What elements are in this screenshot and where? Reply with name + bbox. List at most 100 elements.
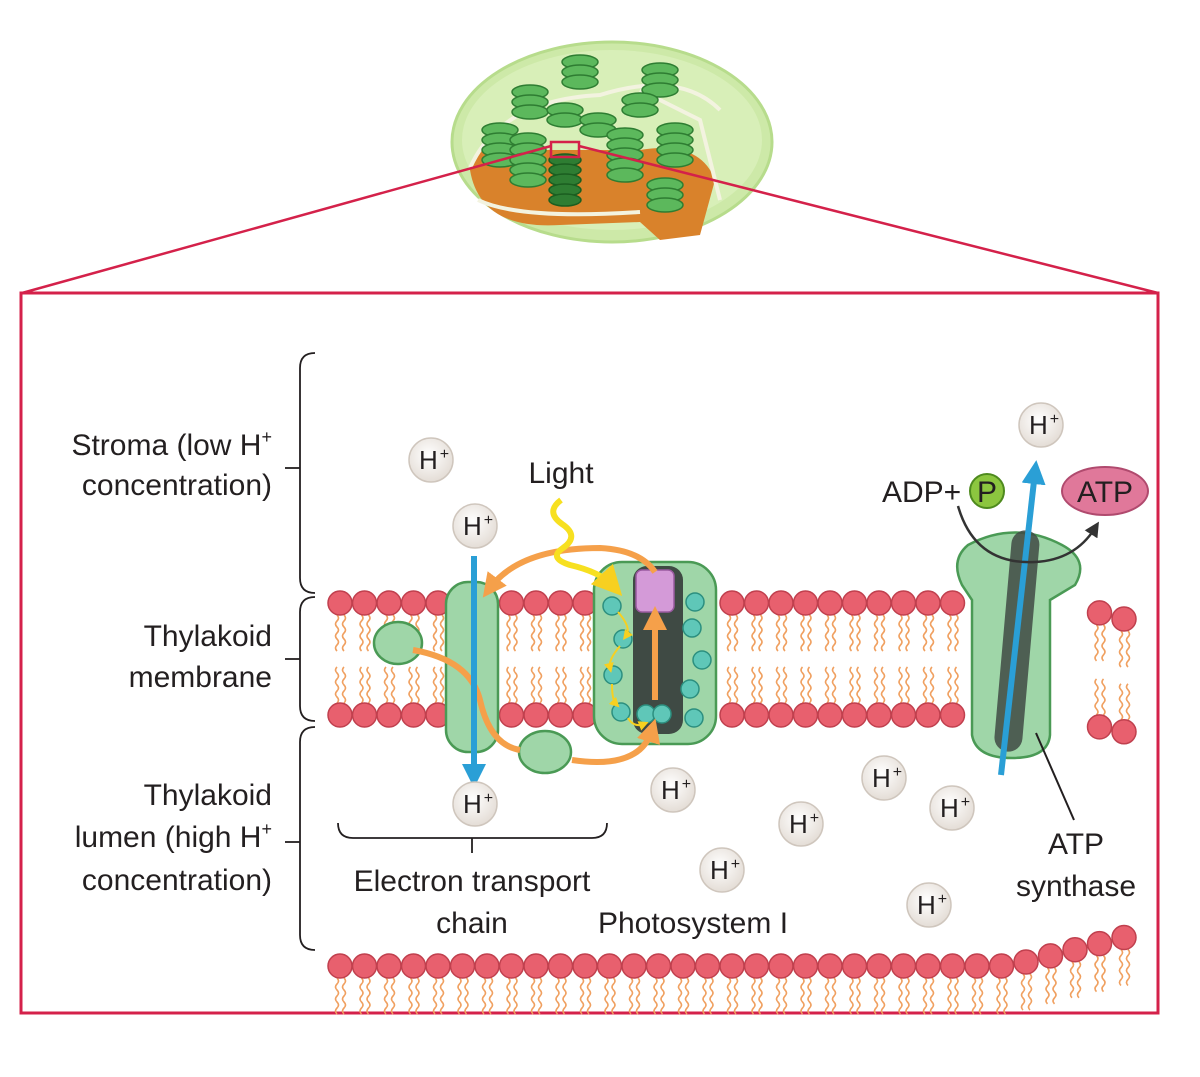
lipid-tail [1101,678,1106,716]
phospholipid-head [376,590,402,616]
lipid-tail [824,614,830,652]
lipid-tail [782,666,788,704]
lipid-tail [1094,624,1099,662]
hydrogen-ion: H+ [452,781,498,827]
lipid-tail [390,666,396,704]
lipid-tail [758,614,763,652]
phospholipid-head [523,590,549,616]
phospholipid-head [425,953,451,979]
phospholipid-head [817,702,843,728]
lipid-tail [726,977,732,1015]
lipid-tail [726,614,732,652]
lipid-tail [660,977,665,1015]
lipid-tail [971,977,977,1015]
phospholipid-head [719,590,745,616]
lipid-tail [873,977,879,1015]
phospholipid-head [915,590,941,616]
phospholipid-head [400,702,427,728]
hydrogen-ion-label: H+ [789,809,819,839]
hydrogen-ion: H+ [408,437,454,483]
phospholipid-head [817,590,843,616]
lipid-tail [849,666,854,704]
lipid-tail [432,614,438,652]
lipid-tail [488,977,494,1015]
lipid-tail [733,666,739,704]
lipid-tail [807,614,812,652]
lipid-tail [702,977,707,1015]
lipid-tail [758,977,763,1015]
phospholipid-head [351,590,378,616]
lipid-tail [831,614,837,652]
lipid-tail [383,977,389,1015]
lipid-tail [775,614,781,652]
lipid-tail [432,666,438,704]
chloroplast-illustration [450,40,774,244]
membrane-label-line2: membrane [129,661,272,694]
phospholipid-head [719,953,745,979]
lipid-tail [555,666,560,704]
atp-synthase-label-line1: ATP [1048,828,1104,861]
phospholipid-head [523,702,549,728]
lipid-tail [366,666,371,704]
lipid-tail [873,666,879,704]
lipid-tail [562,666,567,704]
lipid-tail [905,977,910,1015]
lipid-tail [1094,678,1099,716]
stroma-label-line1: Stroma (low H+ [71,427,272,462]
lipid-tail [733,977,739,1015]
lipid-tail [481,977,487,1015]
hydrogen-ion: H+ [906,882,952,928]
phospholipid-head [327,953,353,979]
phospholipid-head [449,953,476,979]
phospholipid-head [988,953,1015,979]
lipid-tail [929,614,935,652]
lipid-tail [1027,973,1033,1011]
lipid-tail [537,977,543,1015]
lipid-tail [922,614,928,652]
lipid-tail [562,977,567,1015]
lipid-tail [905,614,910,652]
phospholipid-head [547,702,574,728]
phospholipid-head [547,590,574,616]
lipid-tail [586,977,592,1015]
lipid-tail [947,614,952,652]
lipid-tail [800,666,805,704]
lipid-tail [856,666,861,704]
lipid-tail [562,614,567,652]
lipid-tail [1125,630,1131,668]
phospholipid-head [670,953,696,979]
lipid-tail [439,614,445,652]
lipid-tail [513,614,518,652]
lipid-tail [359,977,364,1015]
phospholipid-head [719,702,745,728]
hydrogen-ions: H+H+H+H+H+H+H+H+H+H+ [408,402,1064,928]
lipid-tail [873,614,879,652]
lipid-tail [604,977,609,1015]
phospholipid-head [327,590,353,616]
lipid-tail [898,977,903,1015]
lipid-tail [954,666,959,704]
lipid-tail [782,977,788,1015]
lipid-tail [733,614,739,652]
phospholipid-head [547,953,574,979]
lipid-tail [1101,955,1106,993]
lipid-tail [922,666,928,704]
lipid-tail [334,614,340,652]
phospholipid-head [768,590,794,616]
phospholipid-head [792,702,819,728]
lipid-tail [751,666,756,704]
lipid-tail [758,666,763,704]
lipid-tail [506,614,511,652]
lipid-tail [513,666,518,704]
lipid-tail [849,977,854,1015]
lipid-tail [831,666,837,704]
phospholipid-head [498,702,525,728]
phospholipid-head [817,953,843,979]
lipid-tail [383,666,389,704]
phospholipid-head [768,702,794,728]
hydrogen-ion-label: H+ [463,511,493,541]
light-ray [550,497,623,597]
lipid-tail [366,614,371,652]
lipid-tail [579,614,585,652]
lipid-tail [677,977,683,1015]
